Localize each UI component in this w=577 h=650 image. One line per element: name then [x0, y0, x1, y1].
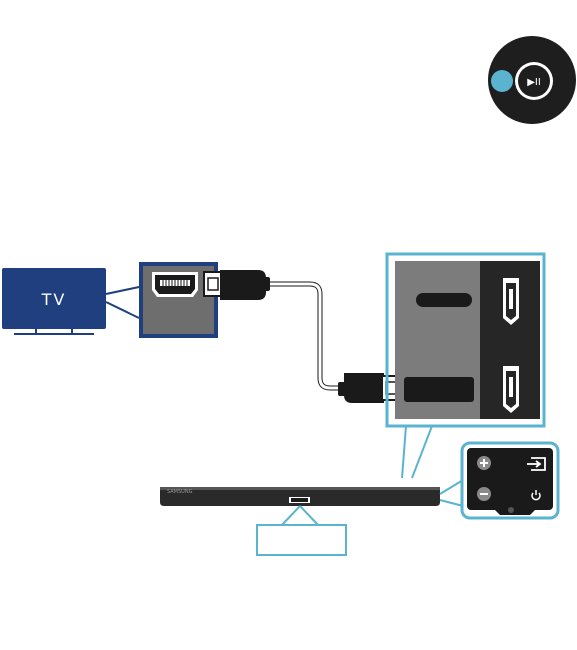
play-pause-icon: ▶II [527, 77, 541, 88]
input-source-icon [527, 457, 546, 471]
hdmi-plug-tv [203, 270, 270, 300]
power-button[interactable] [531, 490, 541, 501]
hdmi-cable [268, 281, 340, 391]
volume-down-button[interactable] [477, 487, 491, 501]
hdmi-plug-soundbar [338, 373, 401, 403]
volume-up-button[interactable] [477, 456, 491, 470]
tv-hdmi-port-icon [152, 272, 198, 297]
soundbar-brand: SAMSUNG [167, 489, 193, 495]
soundbar: SAMSUNG [160, 487, 440, 506]
indicator-dot [491, 70, 513, 92]
remote-control-dial: ▶II [488, 36, 576, 124]
rear-panel-highlight-frame [385, 252, 546, 428]
power-icon [531, 490, 541, 501]
display-zoom-box [256, 524, 347, 556]
soundbar-button-panel [460, 441, 560, 520]
tv-label: TV [41, 290, 67, 309]
input-source-button[interactable] [527, 457, 546, 471]
tv: TV [2, 268, 106, 335]
button-panel-frame [460, 441, 560, 520]
rear-slot-upper [416, 293, 472, 307]
soundbar-rear-panel [385, 252, 546, 428]
rear-slot-lower [404, 377, 474, 402]
soundbar-body [160, 487, 440, 506]
hdmi-port-upper-icon [503, 278, 519, 325]
plus-icon [480, 459, 488, 467]
hdmi-port-lower-icon [503, 366, 519, 413]
